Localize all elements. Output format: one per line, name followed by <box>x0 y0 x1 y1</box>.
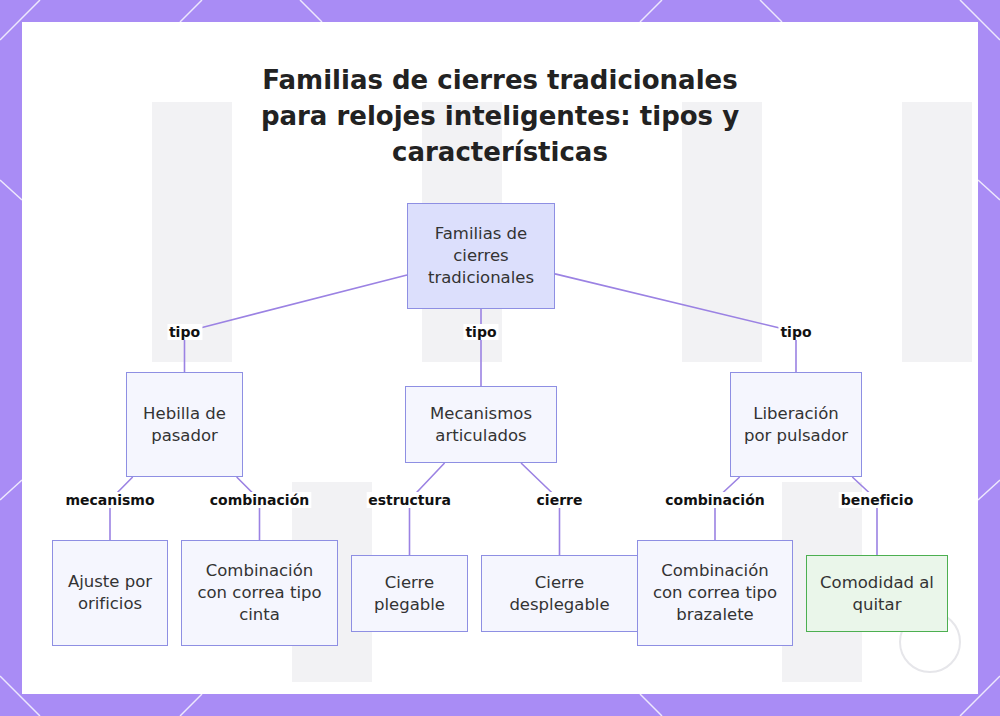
concept-box: Hebilla de pasador <box>126 372 243 477</box>
node-label: Cierre desplegable <box>492 572 627 616</box>
edge-label: cierre <box>535 492 585 508</box>
concept-box: Ajuste por orificios <box>52 540 168 646</box>
connector-line <box>480 309 482 386</box>
edge-label: tipo <box>778 324 813 340</box>
node-text-group: Combinación con correa tipo cinta <box>192 560 327 626</box>
connector-line <box>185 275 408 372</box>
connector-line <box>555 274 796 372</box>
node-text-group: Ajuste por orificios <box>63 571 157 615</box>
connector-line <box>110 477 133 540</box>
node-label: Comodidad al quitar <box>817 572 937 616</box>
connector-line <box>410 463 445 555</box>
edge-label: mecanismo <box>63 492 156 508</box>
root-box: Familias de cierres tradicionales <box>407 203 555 309</box>
node-label: Ajuste por orificios <box>63 571 157 615</box>
node-label: Hebilla de pasador <box>137 403 232 447</box>
connector-line <box>237 477 260 540</box>
faded-shapes <box>152 102 972 682</box>
connector-line <box>715 477 740 540</box>
concept-box: Cierre desplegable <box>481 555 638 632</box>
node-label: Combinación con correa tipo brazalete <box>648 560 782 626</box>
node-text-group: Liberación por pulsador <box>741 403 851 447</box>
edge-label: estructura <box>366 492 453 508</box>
edge-label: combinación <box>663 492 766 508</box>
concept-box: Combinación con correa tipo brazalete <box>637 540 793 646</box>
node-text-group: Hebilla de pasador <box>137 403 232 447</box>
node-text-group: Cierre plegable <box>362 572 457 616</box>
node-text-group: Familias de cierres tradicionales <box>418 223 544 289</box>
concept-box: Cierre plegable <box>351 555 468 632</box>
node-text-group: Cierre desplegable <box>492 572 627 616</box>
edge-label: combinación <box>208 492 311 508</box>
node-text-group: Mecanismos articulados <box>416 403 546 447</box>
edge-label: beneficio <box>839 492 916 508</box>
node-label: Combinación con correa tipo cinta <box>192 560 327 626</box>
node-label: Mecanismos articulados <box>416 403 546 447</box>
diagram-title: Familias de cierres tradicionales para r… <box>250 62 750 170</box>
edge-label: tipo <box>463 324 498 340</box>
node-label: Cierre plegable <box>362 572 457 616</box>
node-text-group: Combinación con correa tipo brazalete <box>648 560 782 626</box>
node-label: Familias de cierres tradicionales <box>418 223 544 289</box>
concept-box: Liberación por pulsador <box>730 372 862 477</box>
benefit-box: Comodidad al quitar <box>806 555 948 632</box>
connector-line <box>852 477 877 555</box>
connector-line <box>521 463 559 555</box>
concept-box: Mecanismos articulados <box>405 386 557 463</box>
concept-box: Combinación con correa tipo cinta <box>181 540 338 646</box>
node-label: Liberación por pulsador <box>741 403 851 447</box>
edge-label: tipo <box>167 324 202 340</box>
node-text-group: Comodidad al quitar <box>817 572 937 616</box>
